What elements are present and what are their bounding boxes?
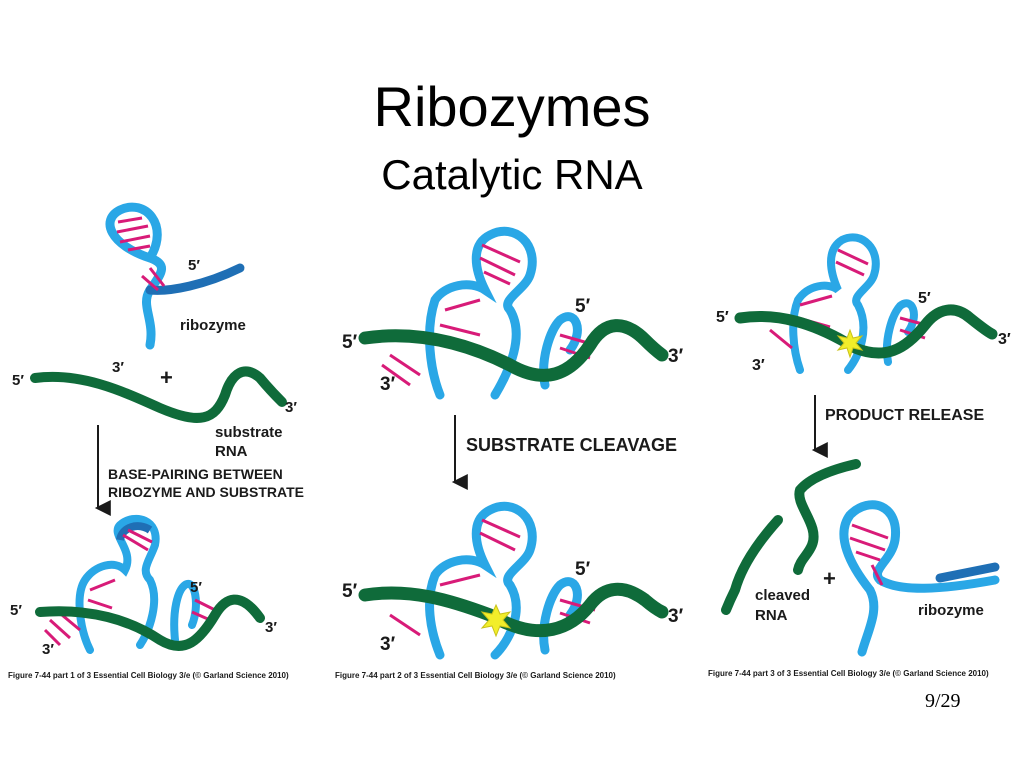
label-3prime-substrate: 3′ [285, 399, 297, 416]
substrate-strand [358, 319, 669, 382]
step-label-product-release: PRODUCT RELEASE [825, 407, 984, 424]
label-5prime-left: 5′ [342, 581, 358, 602]
label-cleaved: cleaved [755, 587, 810, 604]
label-5prime-ribozyme: 5′ [188, 257, 200, 274]
panel2-bottom: 5′ 3′ 5′ 3′ [342, 501, 684, 660]
label-3prime-right: 3′ [668, 346, 684, 367]
page-number: 9/29 [925, 690, 961, 712]
slide-title: Ribozymes [373, 75, 651, 138]
cleavage-star-icon [480, 603, 512, 638]
panel3-top: 5′ 3′ 5′ 3′ [716, 233, 1011, 374]
step-label-base-pairing-2: RIBOZYME AND SUBSTRATE [108, 484, 304, 500]
ribozyme-strand [105, 202, 245, 350]
caption-panel1: Figure 7-44 part 1 of 3 Essential Cell B… [8, 671, 289, 680]
label-3prime-right: 3′ [998, 331, 1011, 348]
cleaved-rna-fragment [721, 515, 783, 615]
label-ribozyme: ribozyme [180, 317, 246, 334]
panel1-top: 5′ ribozyme 3′ + 5′ 3′ substrate RNA [12, 202, 297, 460]
caption-panel3: Figure 7-44 part 3 of 3 Essential Cell B… [708, 669, 989, 678]
cleaved-rna-fragment [793, 459, 861, 575]
label-rna: RNA [215, 443, 248, 460]
step-label-substrate-cleavage: SUBSTRATE CLEAVAGE [466, 435, 677, 455]
plus-icon: + [160, 365, 173, 390]
label-5prime-left: 5′ [342, 332, 358, 353]
panel3-bottom: cleaved RNA + ribozyme [721, 459, 1000, 657]
label-3prime-right: 3′ [265, 619, 277, 636]
label-rna: RNA [755, 607, 788, 624]
label-3prime-left: 3′ [752, 357, 765, 374]
label-5prime-right: 5′ [918, 290, 931, 307]
label-3prime-ribozyme: 3′ [112, 359, 124, 376]
ribozyme-strand [839, 500, 1000, 657]
cleavage-star-icon [836, 328, 864, 359]
label-5prime-left: 5′ [10, 602, 22, 619]
label-substrate: substrate [215, 424, 283, 441]
label-5prime-right: 5′ [190, 579, 202, 596]
substrate-strand [30, 366, 287, 423]
label-ribozyme: ribozyme [918, 602, 984, 619]
label-5prime-substrate: 5′ [12, 372, 24, 389]
label-5prime-left: 5′ [716, 309, 729, 326]
label-5prime-right: 5′ [575, 296, 591, 317]
label-3prime-right: 3′ [668, 606, 684, 627]
step-label-base-pairing-1: BASE-PAIRING BETWEEN [108, 466, 283, 482]
label-3prime-left: 3′ [380, 374, 396, 395]
caption-panel2: Figure 7-44 part 2 of 3 Essential Cell B… [335, 671, 616, 680]
panel2-top: 5′ 3′ 5′ 3′ [342, 226, 684, 400]
slide-subtitle: Catalytic RNA [381, 151, 643, 198]
ribozyme-strand [381, 226, 596, 400]
plus-icon: + [823, 566, 836, 591]
panel1-bottom: 5′ 3′ 5′ 3′ [10, 514, 277, 658]
label-5prime-right: 5′ [575, 559, 591, 580]
label-3prime-left: 3′ [380, 634, 396, 655]
label-3prime-left: 3′ [42, 641, 54, 658]
